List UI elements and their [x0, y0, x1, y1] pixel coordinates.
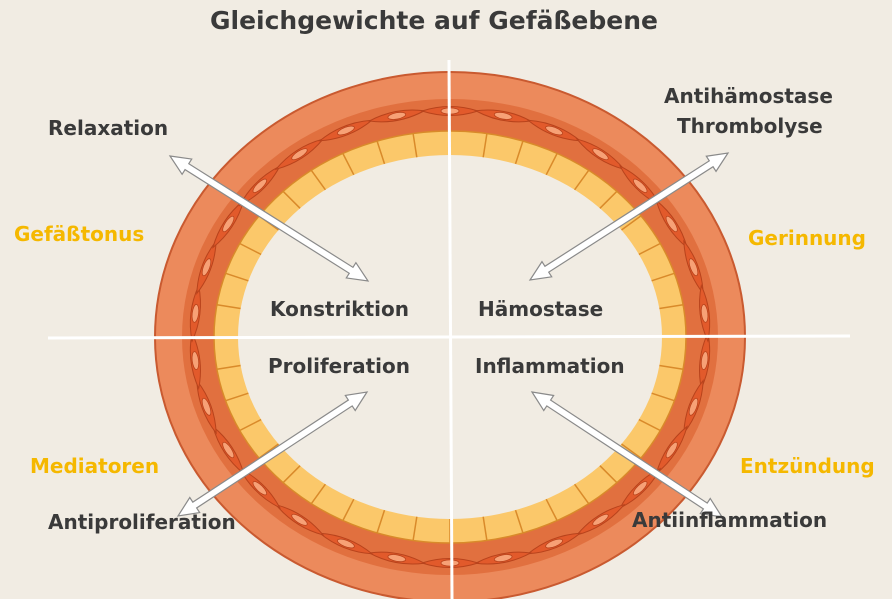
label-inflammation: Inflammation — [475, 354, 625, 378]
category-gerinnung: Gerinnung — [748, 226, 866, 250]
label-antiproliferation: Antiproliferation — [48, 510, 236, 534]
label-konstriktion: Konstriktion — [270, 297, 409, 321]
label-relaxation: Relaxation — [48, 116, 168, 140]
horizontal-divider — [48, 336, 850, 338]
category-entzuendung: Entzündung — [740, 454, 875, 478]
muscle-cell-nucleus — [441, 560, 459, 566]
label-thrombolyse: Thrombolyse — [677, 114, 823, 138]
category-mediatoren: Mediatoren — [30, 454, 159, 478]
label-antiinflammation: Antiinflammation — [632, 508, 827, 532]
category-gefaesstonus: Gefäßtonus — [14, 222, 144, 246]
diagram-title: Gleichgewichte auf Gefäßebene — [210, 6, 658, 35]
label-antihaemostase: Antihämostase — [664, 84, 833, 108]
label-haemostase: Hämostase — [478, 297, 603, 321]
label-proliferation: Proliferation — [268, 354, 410, 378]
